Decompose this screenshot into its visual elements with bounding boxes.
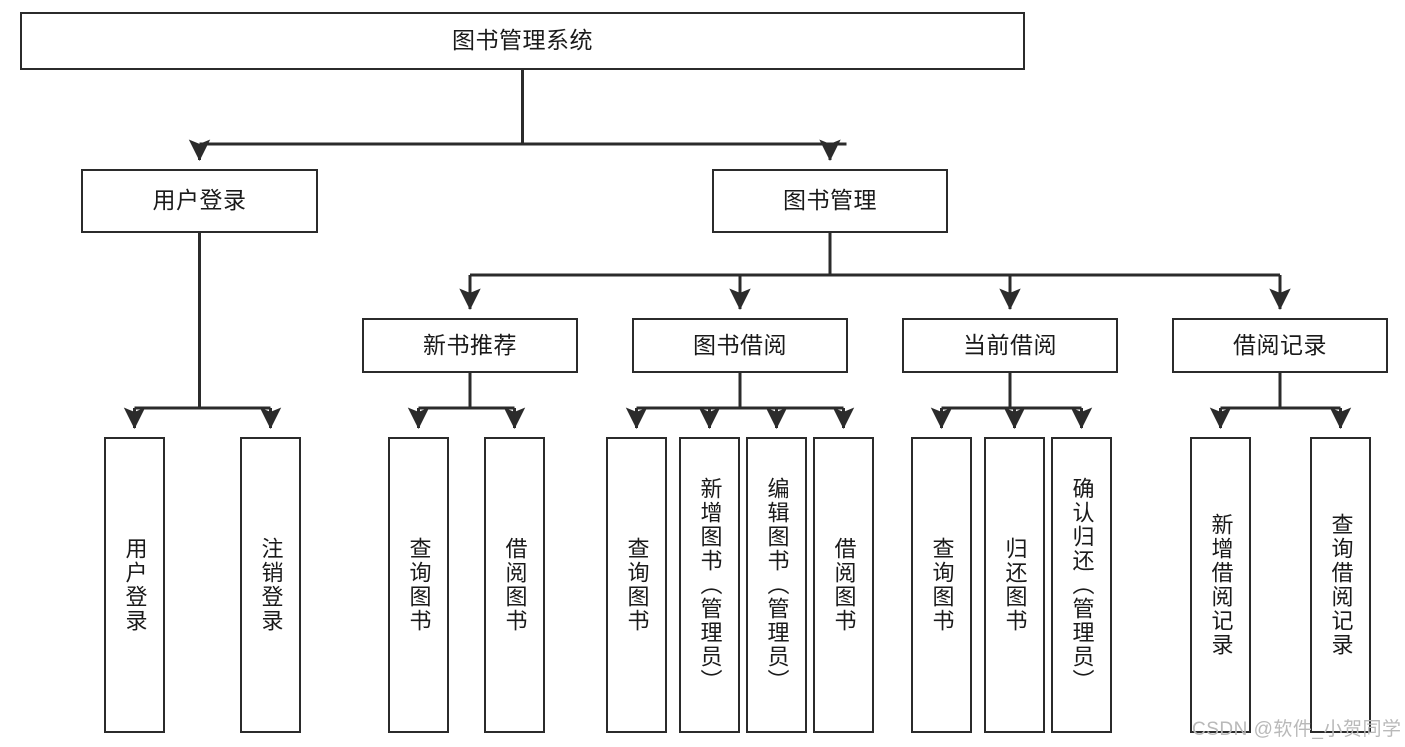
node-book-borrow[interactable]: 图书借阅 [632, 318, 848, 373]
node-leaf-add-borrow-record[interactable]: 新增借阅记录 [1190, 437, 1251, 733]
node-user-login[interactable]: 用户登录 [81, 169, 318, 233]
node-current-borrow-label: 当前借阅 [963, 331, 1057, 358]
node-leaf-edit-book-admin[interactable]: 编辑图书（管理员） [746, 437, 807, 733]
node-leaf-query-book-1-label: 查询图书 [406, 537, 432, 633]
node-leaf-query-borrow-record[interactable]: 查询借阅记录 [1310, 437, 1371, 733]
node-leaf-user-login-label: 用户登录 [122, 537, 148, 633]
node-leaf-return-book[interactable]: 归还图书 [984, 437, 1045, 733]
node-borrow-records-label: 借阅记录 [1233, 331, 1327, 358]
node-current-borrow[interactable]: 当前借阅 [902, 318, 1118, 373]
node-leaf-user-login[interactable]: 用户登录 [104, 437, 165, 733]
node-borrow-records[interactable]: 借阅记录 [1172, 318, 1388, 373]
node-new-book-recommend[interactable]: 新书推荐 [362, 318, 578, 373]
node-leaf-query-book-3-label: 查询图书 [929, 537, 955, 633]
node-leaf-borrow-book-2-label: 借阅图书 [831, 537, 857, 633]
node-user-login-label: 用户登录 [152, 187, 247, 214]
node-leaf-borrow-book-1[interactable]: 借阅图书 [484, 437, 545, 733]
node-leaf-confirm-return-admin[interactable]: 确认归还（管理员） [1051, 437, 1112, 733]
node-leaf-logout[interactable]: 注销登录 [240, 437, 301, 733]
node-leaf-edit-book-admin-label: 编辑图书（管理员） [764, 477, 790, 693]
node-leaf-confirm-return-admin-label: 确认归还（管理员） [1069, 477, 1095, 693]
node-leaf-return-book-label: 归还图书 [1002, 537, 1028, 633]
node-leaf-add-book-admin-label: 新增图书（管理员） [697, 477, 723, 693]
node-leaf-logout-label: 注销登录 [258, 537, 284, 633]
node-leaf-borrow-book-1-label: 借阅图书 [502, 537, 528, 633]
csdn-watermark: CSDN @软件_小贺同学 [1192, 719, 1402, 740]
node-book-management[interactable]: 图书管理 [712, 169, 948, 233]
node-root-label: 图书管理系统 [452, 27, 593, 54]
node-leaf-add-book-admin[interactable]: 新增图书（管理员） [679, 437, 740, 733]
node-book-borrow-label: 图书借阅 [693, 331, 787, 358]
node-leaf-query-book-1[interactable]: 查询图书 [388, 437, 449, 733]
node-leaf-query-book-2-label: 查询图书 [624, 537, 650, 633]
node-leaf-query-book-2[interactable]: 查询图书 [606, 437, 667, 733]
node-leaf-query-book-3[interactable]: 查询图书 [911, 437, 972, 733]
node-leaf-add-borrow-record-label: 新增借阅记录 [1208, 513, 1234, 657]
node-root[interactable]: 图书管理系统 [20, 12, 1025, 70]
node-leaf-borrow-book-2[interactable]: 借阅图书 [813, 437, 874, 733]
node-book-management-label: 图书管理 [783, 187, 877, 214]
node-leaf-query-borrow-record-label: 查询借阅记录 [1328, 513, 1354, 657]
node-new-book-recommend-label: 新书推荐 [423, 331, 517, 358]
